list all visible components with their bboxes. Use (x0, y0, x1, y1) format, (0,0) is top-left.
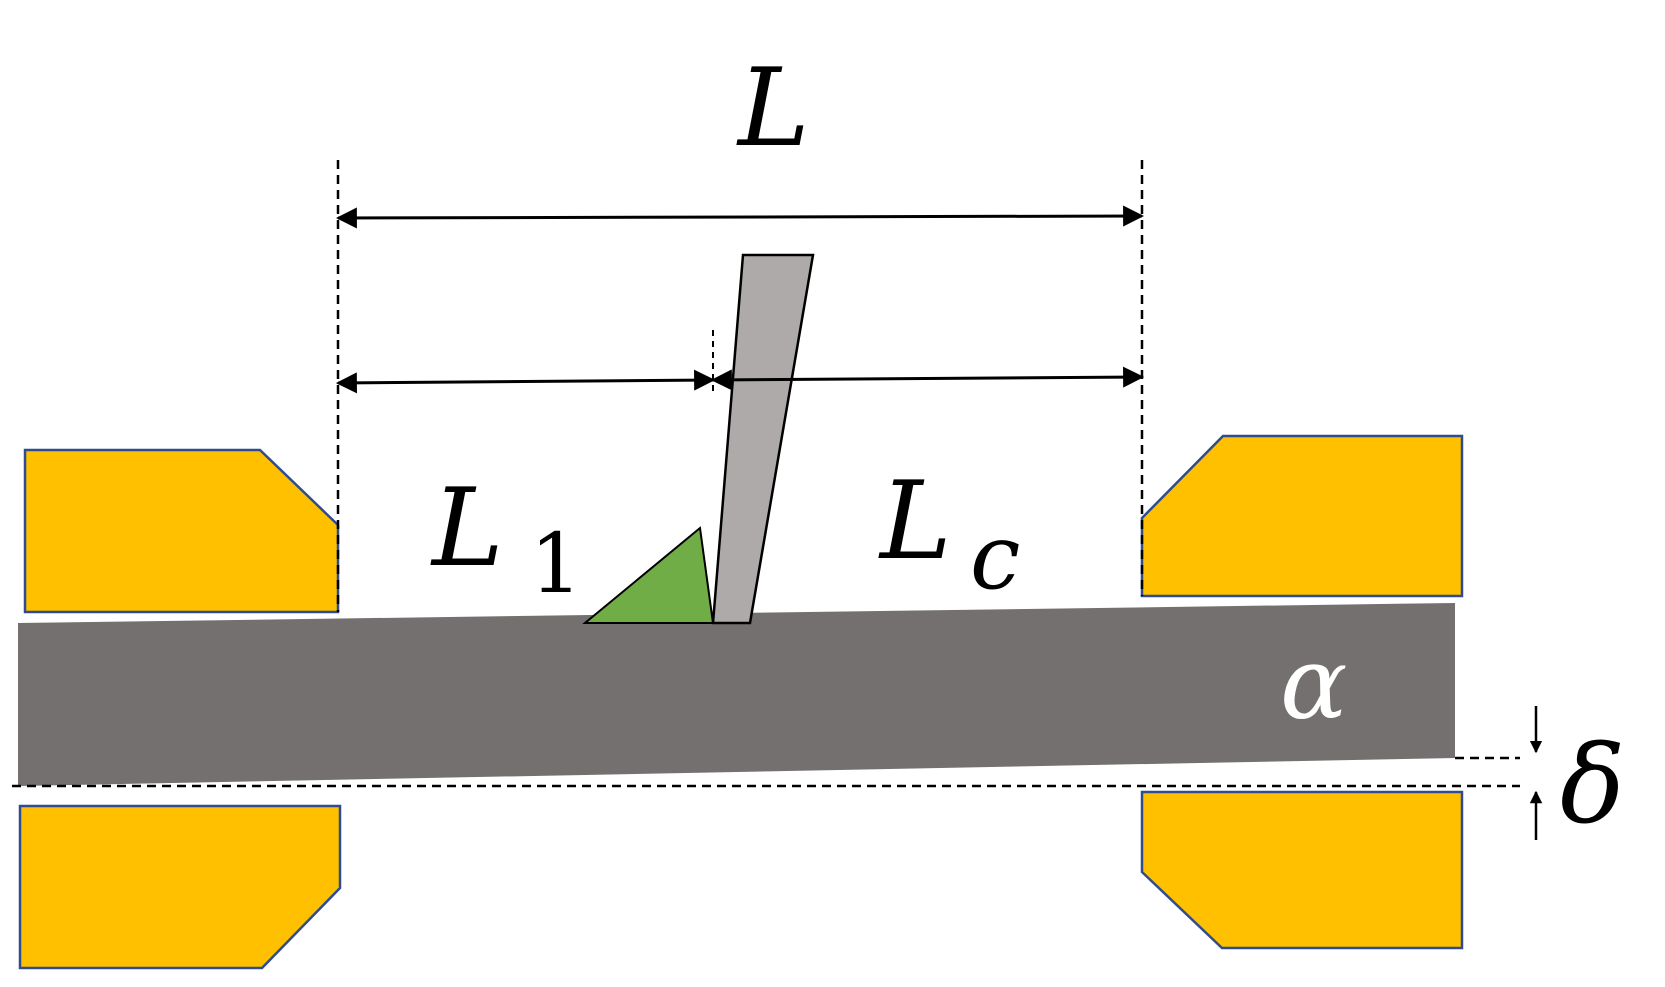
weld-fillet (582, 526, 715, 624)
clamp-bottom-right (1140, 790, 1464, 950)
clamp-bottom-left (18, 804, 342, 970)
blade (711, 253, 815, 625)
label-Lc-subscript: c (970, 505, 1020, 610)
clamp-top-left (23, 448, 340, 614)
clamp-top-right (1140, 434, 1464, 598)
label-L: L (736, 46, 810, 171)
dimension-arrow-L1 (335, 369, 716, 394)
label-Lc-symbol: L (878, 459, 952, 584)
dimension-arrow-Lc (710, 366, 1145, 391)
label-L1-symbol: L (430, 466, 504, 591)
dimension-arrow-L (335, 205, 1145, 229)
label-delta: δ (1560, 723, 1625, 848)
beam (18, 603, 1455, 786)
label-alpha: α (1280, 625, 1348, 742)
label-L1-subscript: 1 (530, 517, 582, 612)
